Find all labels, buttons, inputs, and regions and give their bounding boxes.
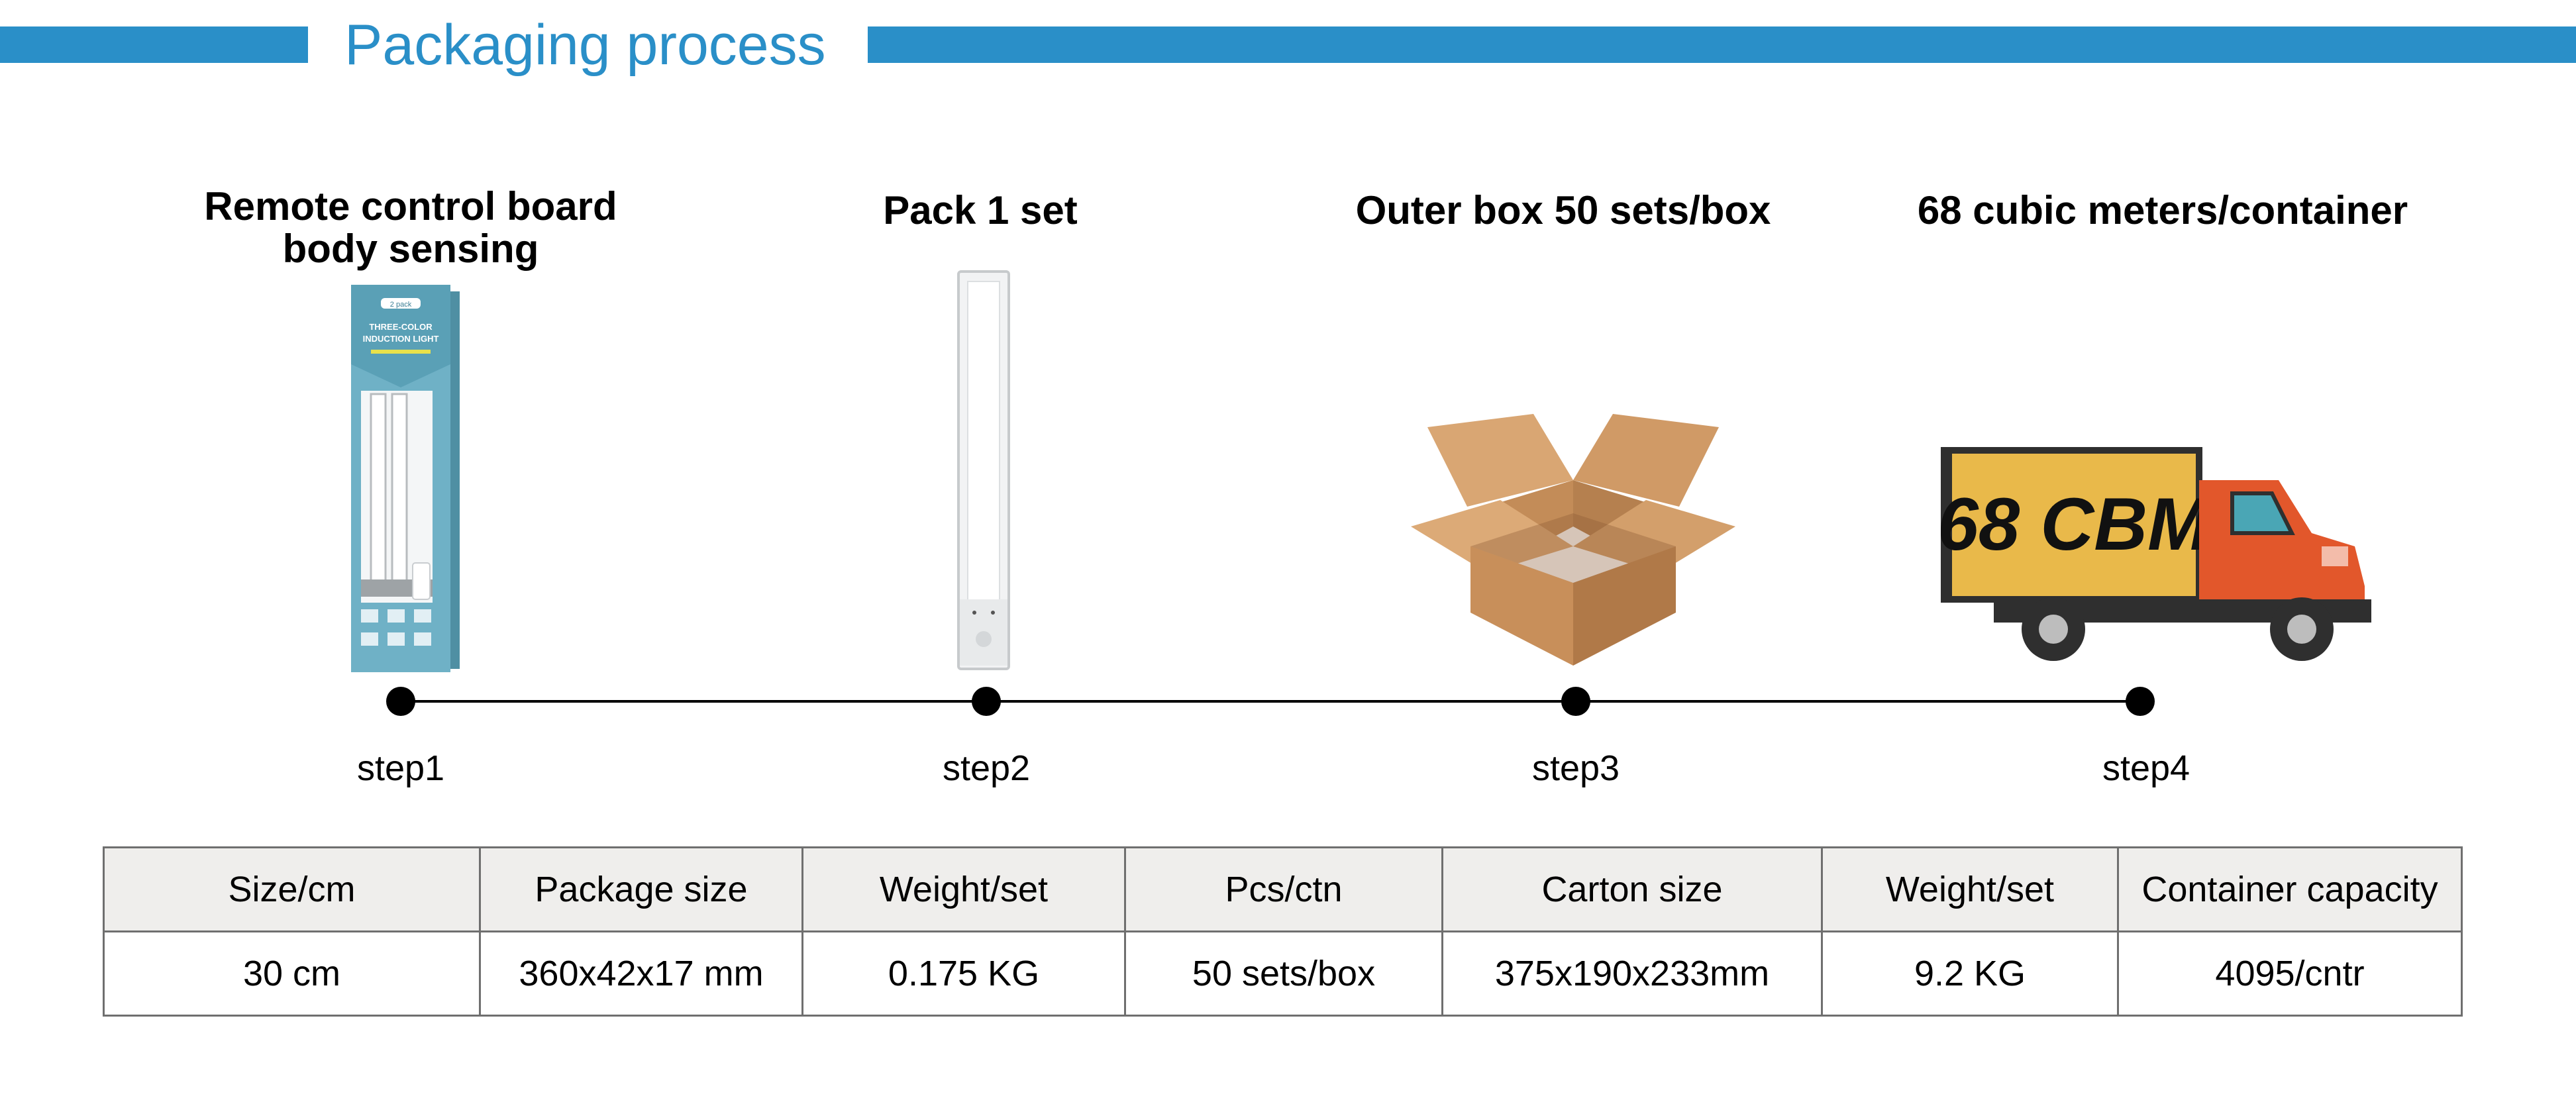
package-line2-text: INDUCTION LIGHT [363,334,439,344]
table-cell: 360x42x17 mm [479,930,803,1017]
table-header-cell: Weight/set [801,846,1126,932]
table-header-cell: Carton size [1441,846,1823,932]
step3-dot [1561,687,1590,716]
step1-title-line2: body sensing [282,226,539,271]
page-title: Packaging process [344,13,826,77]
header-bar-left [0,26,308,63]
table-cell: 375x190x233mm [1441,930,1823,1017]
table-header-row: Size/cm Package size Weight/set Pcs/ctn … [103,846,2463,932]
table-cell: 30 cm [103,930,481,1017]
timeline-line [401,700,2143,703]
retail-package-illustration: 2 pack THREE-COLOR INDUCTION LIGHT [351,285,460,672]
step2-label: step2 [942,748,1031,788]
package-badge-text: 2 pack [390,301,412,309]
package-line1-text: THREE-COLOR [369,322,433,332]
table-header-cell: Pcs/ctn [1124,846,1443,932]
step1-dot [386,687,415,716]
step1-title: Remote control board body sensing [172,185,649,270]
table-header-cell: Container capacity [2117,846,2463,932]
step3-title: Outer box 50 sets/box [1355,188,1771,232]
step4-label: step4 [2102,748,2190,788]
step1-label: step1 [356,748,445,788]
table-cell: 4095/cntr [2117,930,2463,1017]
truck-illustration: 68 CBM [1941,447,2371,661]
step3-label: step3 [1531,748,1620,788]
table-cell: 9.2 KG [1821,930,2119,1017]
header-bar-right [868,26,2576,63]
truck-cargo-text: 68 CBM [1941,483,2211,566]
step2-title: Pack 1 set [883,188,1078,232]
step4-dot [2126,687,2155,716]
light-bar-illustration [957,270,1010,670]
table-header-cell: Size/cm [103,846,481,932]
table-cell: 50 sets/box [1124,930,1443,1017]
table-header-cell: Package size [479,846,803,932]
table-header-cell: Weight/set [1821,846,2119,932]
table-row: 30 cm 360x42x17 mm 0.175 KG 50 sets/box … [103,930,2463,1017]
table-cell: 0.175 KG [801,930,1126,1017]
cardboard-box-illustration [1411,414,1735,666]
packaging-spec-table: Size/cm Package size Weight/set Pcs/ctn … [103,846,2463,1017]
step4-title: 68 cubic meters/container [1917,188,2408,232]
step2-dot [972,687,1001,716]
step1-title-line1: Remote control board [204,184,617,228]
